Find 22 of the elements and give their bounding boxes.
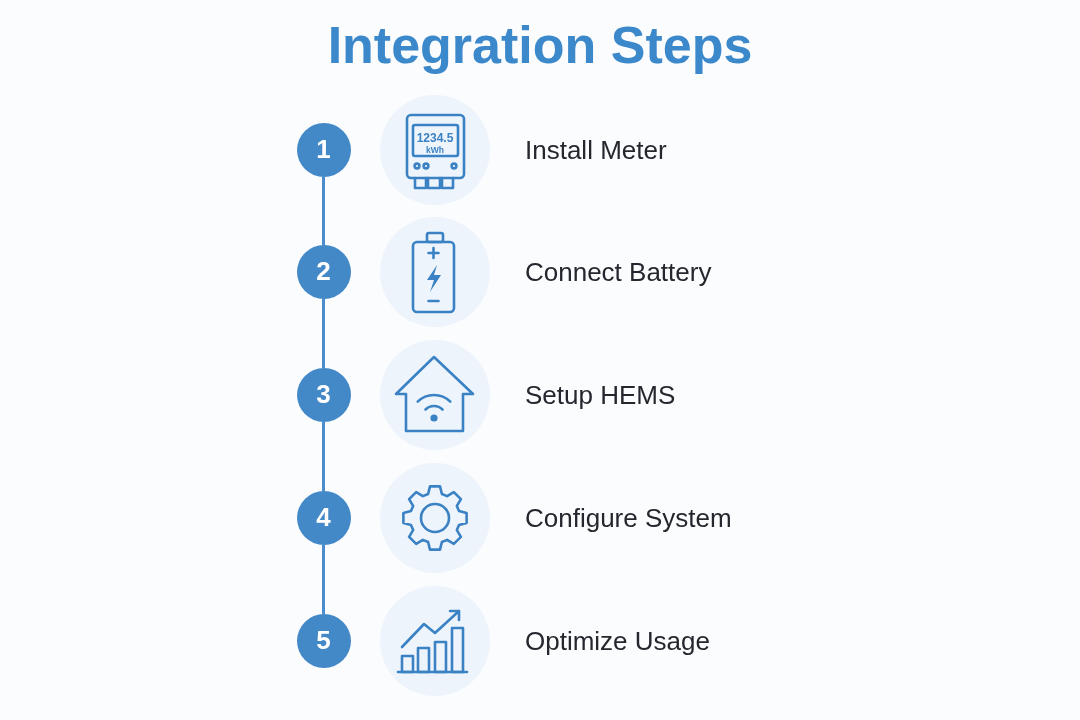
- step-label: Install Meter: [525, 135, 667, 165]
- connector-line: [322, 422, 325, 491]
- step-label: Connect Battery: [525, 257, 712, 287]
- meter-reading: 1234.5: [416, 132, 454, 146]
- step-label: Optimize Usage: [525, 626, 710, 656]
- connector-line: [322, 299, 325, 368]
- title: Integration Steps: [327, 15, 753, 76]
- step-number-circle: [296, 245, 351, 299]
- step-number-circle: [296, 614, 351, 668]
- step-number: 5: [316, 625, 331, 656]
- step-number: 4: [316, 502, 331, 533]
- step-number: 2: [316, 256, 331, 287]
- step-number-circle: [296, 491, 351, 545]
- step-label: Configure System: [525, 503, 732, 533]
- meter-unit: kWh: [426, 146, 444, 156]
- step-number: 3: [316, 379, 331, 410]
- step-number-circle: [296, 368, 351, 422]
- connector-line: [322, 177, 325, 245]
- step-label: Setup HEMS: [525, 380, 676, 410]
- step-number-circle: [296, 123, 351, 177]
- connector-line: [322, 545, 325, 614]
- step-number: 1: [316, 134, 331, 165]
